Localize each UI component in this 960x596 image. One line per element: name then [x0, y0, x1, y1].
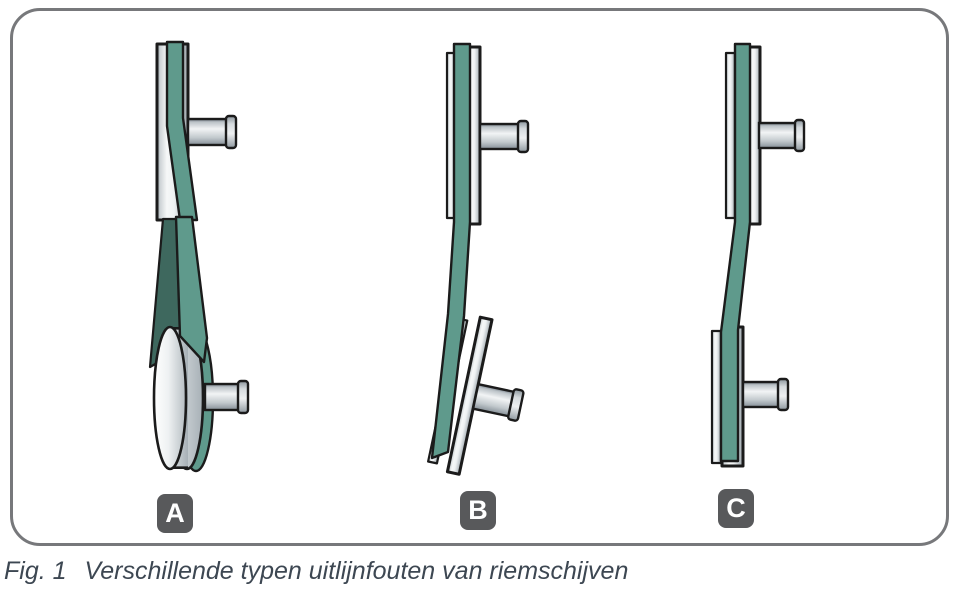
shaft-a-top [186, 117, 230, 147]
label-badge-c: C [718, 489, 754, 528]
label-badge-b: B [460, 491, 496, 530]
belt-a-outer-strand [174, 215, 209, 364]
shaft-b-top-cap [516, 119, 530, 154]
shaft-c-bottom-cap [776, 377, 790, 412]
label-a-text: A [165, 498, 185, 528]
belt-b [430, 42, 472, 460]
shaft-a-top-cap [224, 114, 238, 150]
shaft-c-bottom [741, 380, 782, 409]
label-c-text: C [726, 493, 746, 523]
figure-caption: Fig. 1 Verschillende typen uitlijnfouten … [4, 557, 628, 586]
belt-c [719, 42, 752, 463]
label-badge-a: A [157, 494, 193, 533]
label-b-text: B [468, 495, 488, 525]
diagram-b [427, 42, 530, 476]
pulley-a-bottom-face [152, 325, 188, 471]
pulley-c-bottom-flange [710, 329, 723, 465]
diagram-a [148, 40, 250, 473]
shaft-c-top [757, 121, 799, 150]
pulley-c-top-flange [724, 51, 737, 220]
caption-number: Fig. 1 [4, 557, 67, 585]
caption-text: Verschillende typen uitlijnfouten van ri… [84, 557, 629, 585]
shaft-c-top-cap [793, 118, 806, 153]
shaft-b-top [478, 122, 522, 151]
shaft-b-bottom-cap [507, 388, 525, 422]
shaft-a-bottom [203, 382, 242, 412]
belt-a-top [165, 40, 199, 222]
diagram-c [710, 42, 806, 468]
shaft-a-bottom-cap [236, 379, 250, 415]
